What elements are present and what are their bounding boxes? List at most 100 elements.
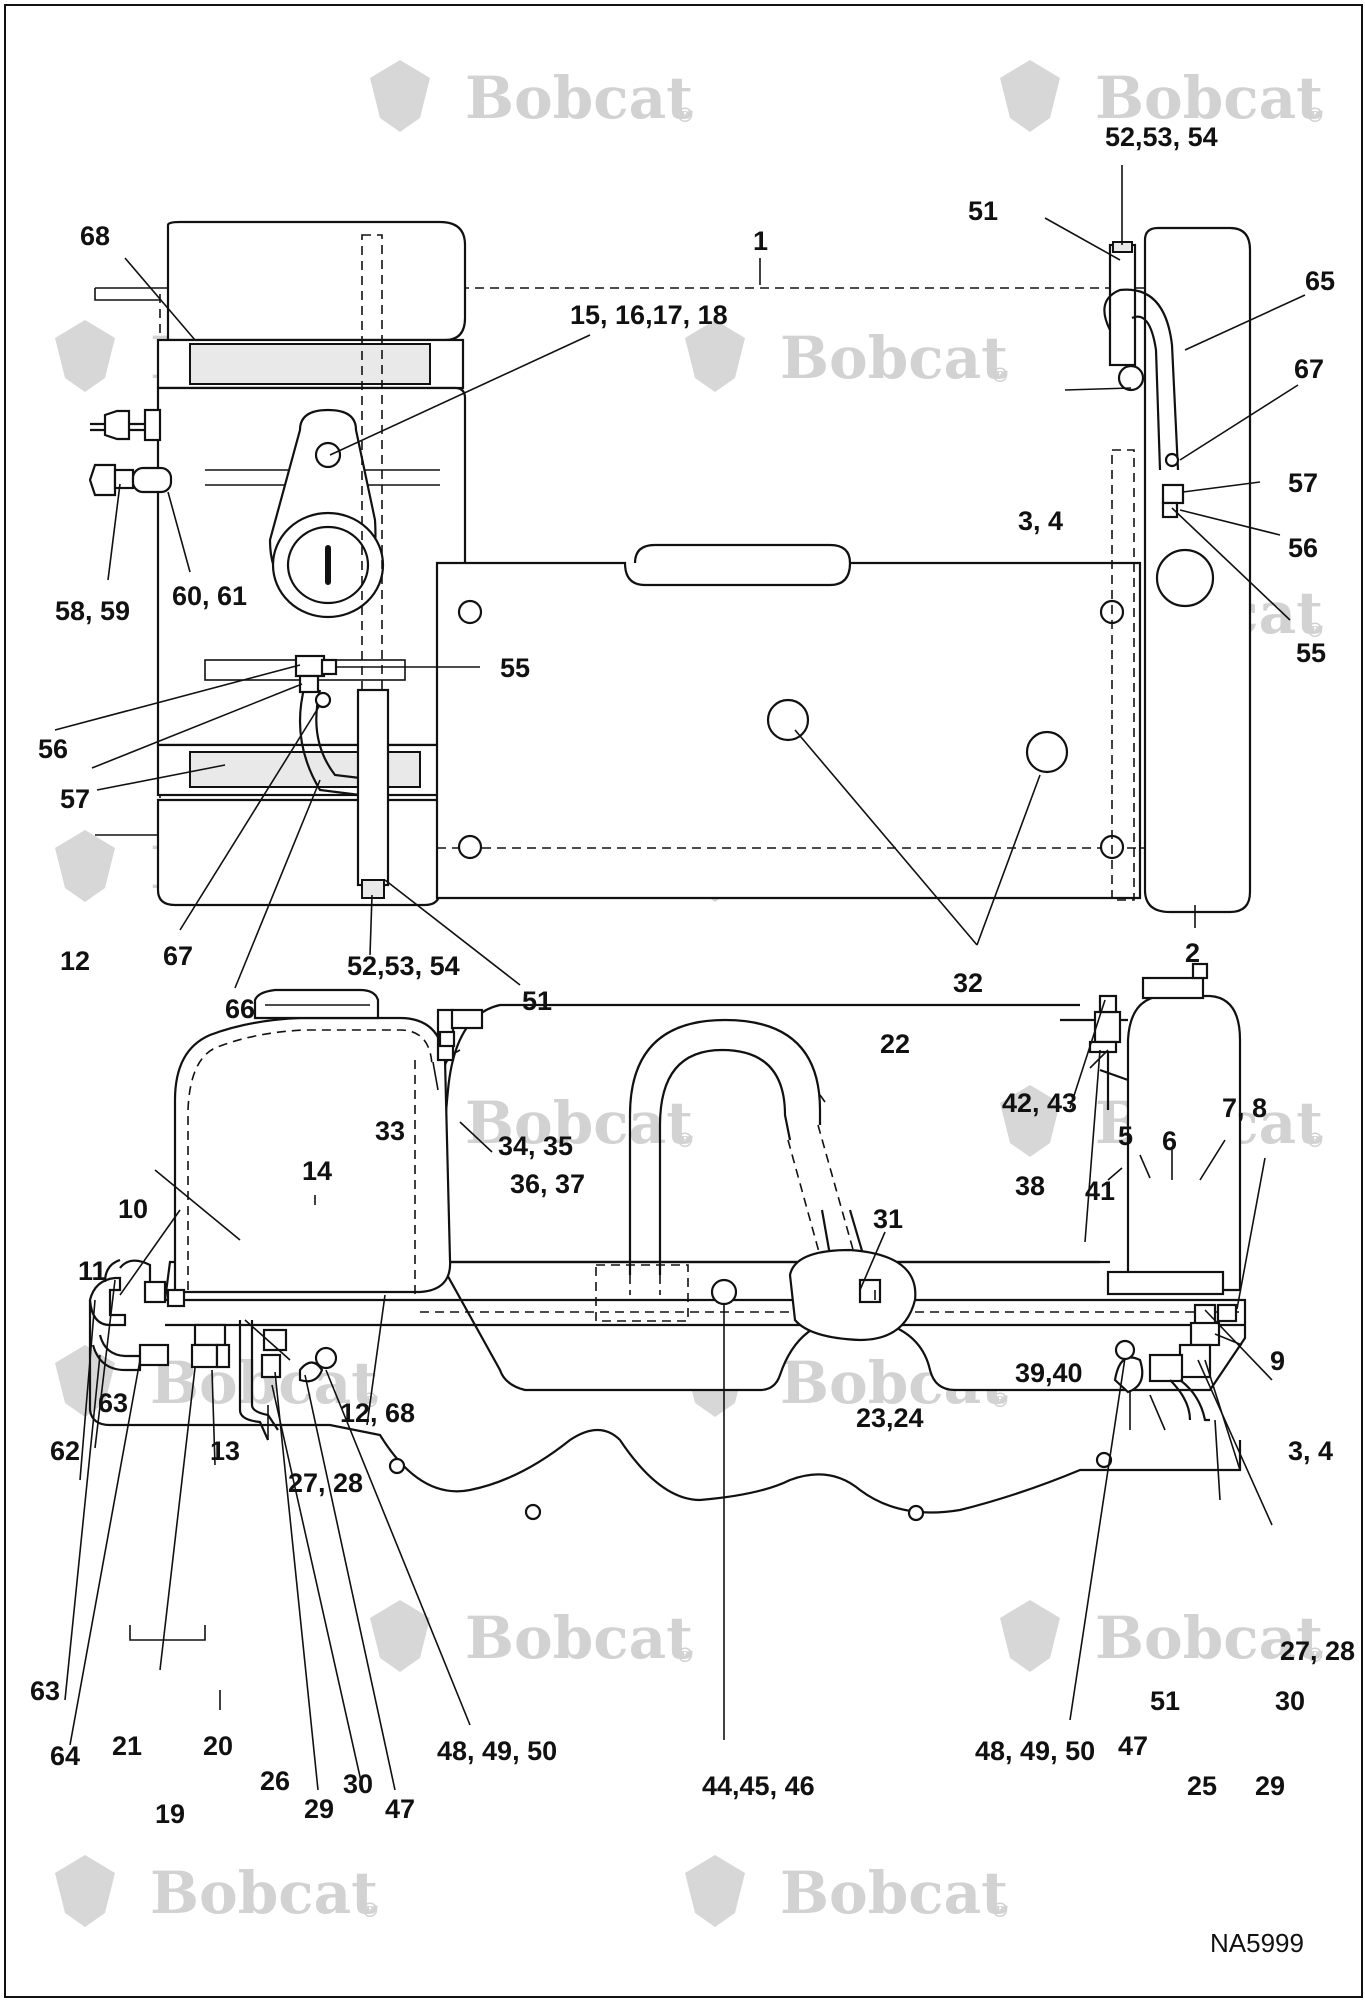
leader-line <box>94 1279 116 1449</box>
callout-20: 20 <box>203 1731 233 1761</box>
plug-48-50-right <box>1114 1339 1136 1361</box>
callout-22: 22 <box>880 1029 910 1059</box>
hose-63-upper <box>103 1258 121 1283</box>
callout-51-side: 51 <box>1150 1686 1180 1716</box>
leader-line <box>369 894 373 956</box>
leader-line <box>1139 1154 1151 1179</box>
leader-line <box>859 1231 886 1291</box>
leader-line <box>1197 1359 1273 1526</box>
tank-5-side <box>1126 994 1242 1292</box>
callout-67-right: 67 <box>1294 354 1324 384</box>
callout-26: 26 <box>260 1766 290 1796</box>
callout-56-right: 56 <box>1288 533 1318 563</box>
leader-line <box>167 491 191 573</box>
bolt-44-46 <box>710 1278 738 1306</box>
plug-67-right <box>1164 452 1180 468</box>
frame-hole <box>1095 1451 1113 1469</box>
leader-line <box>325 1369 471 1726</box>
watermark-reg: ® <box>1305 618 1325 642</box>
bracket-38 <box>1093 1010 1122 1044</box>
roll-bar-base <box>629 1275 661 1295</box>
leader-line <box>1204 1309 1273 1381</box>
watermark: Bobcat ® <box>55 1855 380 1927</box>
callout-56-left: 56 <box>38 734 68 764</box>
callout-41: 41 <box>1085 1176 1115 1206</box>
watermark-text: Bobcat <box>465 1604 693 1672</box>
leader-line <box>366 1294 386 1426</box>
fitting-20 <box>215 1343 231 1369</box>
watermark-reg: ® <box>990 363 1010 387</box>
watermark-text: Bobcat <box>465 1089 693 1157</box>
callout-27-28-right: 27, 28 <box>1280 1636 1355 1666</box>
watermark-reg: ® <box>1305 103 1325 127</box>
callout-13: 13 <box>210 1436 240 1466</box>
tank-6-cap <box>1141 976 1205 1000</box>
callout-3-4-side: 3, 4 <box>1288 1436 1333 1466</box>
callout-30-left: 30 <box>343 1769 373 1799</box>
fitting-58-59 <box>88 463 117 497</box>
fitting-21 <box>190 1343 219 1369</box>
tank-strap-top <box>189 343 431 385</box>
callout-68: 68 <box>80 221 110 251</box>
callout-21: 21 <box>112 1731 142 1761</box>
watermark-reg: ® <box>675 1643 695 1667</box>
leader-line <box>234 779 321 989</box>
watermark: Bobcat ® <box>1000 60 1325 132</box>
callout-31: 31 <box>873 1204 903 1234</box>
tank-10-side <box>173 1016 452 1294</box>
tube-51-left <box>356 688 390 887</box>
callout-2: 2 <box>1185 938 1200 968</box>
watermark: Bobcat ® <box>370 1600 695 1672</box>
callout-51-right: 51 <box>968 196 998 226</box>
callout-48-50-right: 48, 49, 50 <box>975 1736 1095 1766</box>
leader-line <box>1171 507 1291 621</box>
watermark-text: Bobcat <box>780 1859 1008 1927</box>
watermark: Bobcat ® <box>370 60 695 132</box>
leader-line <box>459 1121 493 1153</box>
elbow-62 <box>88 1276 127 1327</box>
top-view <box>88 220 1252 914</box>
callout-52-54-bottom: 52,53, 54 <box>347 951 460 981</box>
mount-hidden <box>595 1264 689 1322</box>
plug-48-50-left <box>314 1346 338 1370</box>
callout-12-68: 12, 68 <box>340 1398 415 1428</box>
fitting-27-28-right <box>1189 1321 1221 1347</box>
plug-7-8 <box>1191 962 1209 980</box>
leader-line <box>1179 384 1299 461</box>
fitting-56-left <box>294 654 326 678</box>
access-hole-32 <box>1025 730 1069 774</box>
leader-line <box>1107 1167 1123 1181</box>
callout-36-37: 36, 37 <box>510 1169 585 1199</box>
watermark-text: Bobcat <box>1095 1604 1323 1672</box>
callout-27-28-left: 27, 28 <box>288 1468 363 1498</box>
roll-bar-22-inner <box>658 1048 792 1275</box>
leader-line <box>1214 1419 1221 1501</box>
tank-2-port <box>1155 548 1215 608</box>
leader-line <box>819 1094 826 1103</box>
roll-bar-hidden <box>787 1124 871 1311</box>
access-window <box>788 1248 917 1342</box>
fitting-56-right <box>1161 501 1179 519</box>
valve-29-left <box>262 1328 288 1352</box>
watermark-reg: ® <box>1305 1643 1325 1667</box>
callout-7-8: 7, 8 <box>1222 1093 1267 1123</box>
bracket-19 <box>129 1625 206 1641</box>
callout-57-right: 57 <box>1288 468 1318 498</box>
leader-line <box>159 1367 196 1671</box>
fitting-13 <box>143 1280 167 1304</box>
callout-60-61: 60, 61 <box>172 581 247 611</box>
leader-line <box>794 729 1041 946</box>
hose-63-upper-b <box>119 1259 152 1290</box>
watermark-text: Bobcat <box>1095 64 1323 132</box>
callout-5: 5 <box>1118 1121 1133 1151</box>
callout-55-right: 55 <box>1296 638 1326 668</box>
leader-line <box>1069 1357 1126 1721</box>
watermark: Bobcat ® <box>1000 1600 1325 1672</box>
callout-62: 62 <box>50 1436 80 1466</box>
watermark-reg: ® <box>990 1388 1010 1412</box>
callout-48-50-left: 48, 49, 50 <box>437 1736 557 1766</box>
callout-47-right: 47 <box>1118 1731 1148 1761</box>
leader-line <box>1214 1333 1243 1346</box>
callout-6: 6 <box>1162 1126 1177 1156</box>
leader-line <box>329 334 591 456</box>
